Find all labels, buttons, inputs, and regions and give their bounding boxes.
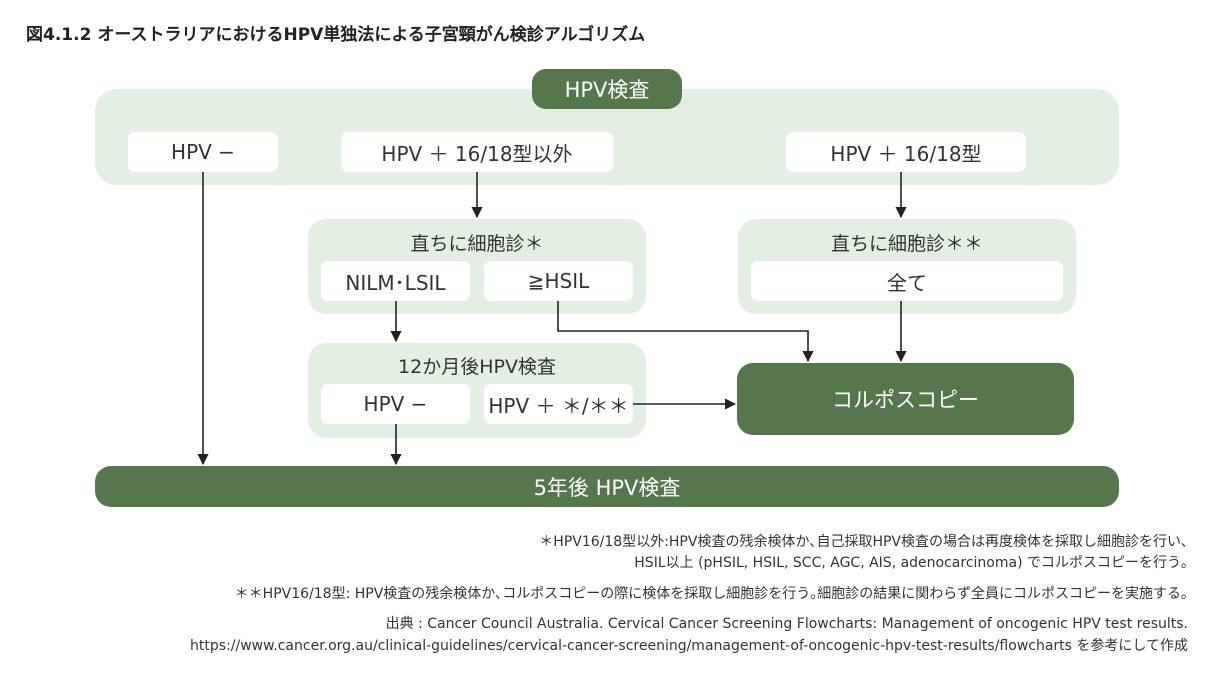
figure-title: 図4.1.2 オーストラリアにおけるHPV単独法による子宮頸がん検診アルゴリズム	[26, 25, 646, 45]
nilm-lsil-box: NILM･LSIL	[321, 261, 470, 301]
colposcopy-box: コルポスコピー	[737, 363, 1074, 435]
retest-positive-box: HPV ＋ ＊/＊＊	[484, 384, 633, 424]
hpv-negative-box: HPV −	[128, 132, 278, 172]
footnote-1-line2: HSIL以上 (pHSIL, HSIL, SCC, AGC, AIS, aden…	[634, 555, 1188, 571]
hsil-box: ≧HSIL	[484, 261, 633, 301]
source-line1: 出典 : Cancer Council Australia. Cervical …	[385, 616, 1188, 632]
source-line2: https://www.cancer.org.au/clinical-guide…	[190, 638, 1188, 654]
all-box: 全て	[751, 261, 1063, 301]
hpv-positive-other-box: HPV ＋ 16/18型以外	[341, 132, 613, 172]
cytology-other-title: 直ちに細胞診＊	[410, 233, 544, 255]
five-year-hpv-test-bar: 5年後 HPV検査	[95, 466, 1119, 507]
retest-negative-box: HPV −	[321, 384, 470, 424]
retest-title: 12か月後HPV検査	[398, 356, 556, 378]
footnote-2: ＊＊HPV16/18型: HPV検査の残余検体か､コルポスコピーの際に検体を採取…	[234, 586, 1188, 602]
hpv-positive-1618-box: HPV ＋ 16/18型	[786, 132, 1026, 172]
arrow-hsil-to-colposcopy	[557, 301, 814, 363]
footnote-1-line1: ＊HPV16/18型以外:HPV検査の残余検体か､自己採取HPV検査の場合は再度…	[539, 534, 1188, 550]
hpv-test-header: HPV検査	[532, 69, 682, 109]
cytology-1618-title: 直ちに細胞診＊＊	[830, 233, 983, 255]
